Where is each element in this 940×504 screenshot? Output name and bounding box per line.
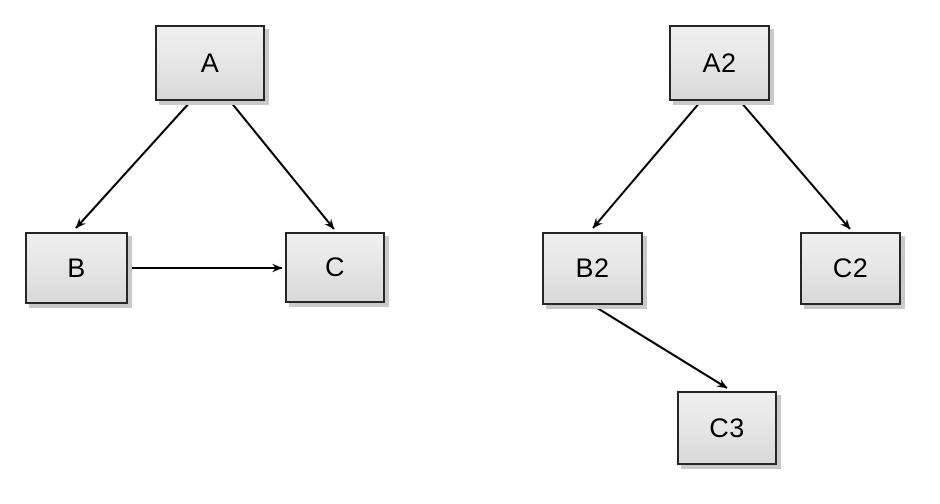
edge-b2-to-c3 (593, 305, 728, 389)
node-c[interactable]: C (285, 232, 385, 303)
node-a[interactable]: A (155, 25, 265, 101)
node-b[interactable]: B (25, 232, 128, 304)
edge-group (75, 100, 851, 389)
node-a-label: A (200, 47, 220, 78)
edge-a2-to-b2 (592, 100, 702, 229)
node-a2[interactable]: A2 (669, 25, 770, 101)
node-b2-label: B2 (575, 253, 610, 283)
node-b-label: B (67, 252, 86, 283)
edge-a-to-c (229, 100, 335, 230)
node-c-label: C (325, 252, 345, 282)
node-c3-label: C3 (709, 412, 745, 443)
node-c3[interactable]: C3 (677, 391, 777, 465)
edge-a-to-b (75, 100, 192, 229)
node-b2[interactable]: B2 (542, 232, 643, 305)
node-c2[interactable]: C2 (800, 232, 901, 305)
node-a2-label: A2 (702, 47, 737, 78)
edge-a2-to-c2 (739, 100, 851, 230)
node-c2-label: C2 (832, 253, 869, 283)
